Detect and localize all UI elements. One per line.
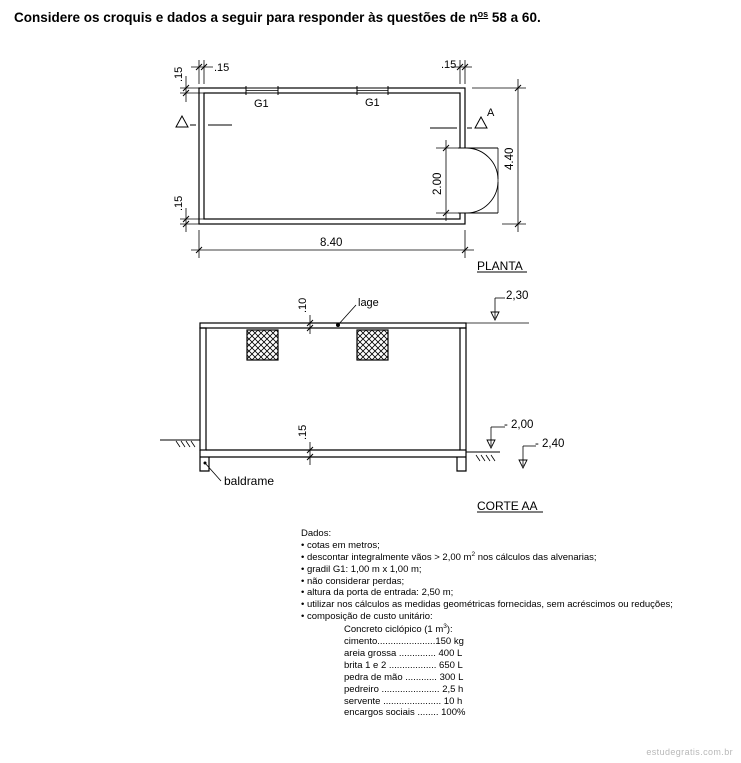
composition-row: servente ...................... 10 h: [344, 695, 463, 707]
dim-top-left-vertical: [180, 76, 204, 102]
dim-slab-thickness-label: .10: [297, 298, 309, 313]
composition-row: pedra de mão ............ 300 L: [344, 671, 464, 683]
window-section-right: [356, 329, 389, 361]
window-section-left: [246, 329, 279, 361]
entry-door: [458, 147, 499, 214]
data-block: Dados: • cotas em metros; • descontar in…: [301, 528, 673, 719]
data-item: • altura da porta de entrada: 2,50 m;: [301, 587, 454, 599]
level-marker-top: [466, 297, 529, 324]
watermark: estudegratis.com.br: [646, 747, 733, 757]
ground-right: [466, 451, 500, 462]
window-g1-left-label: G1: [254, 98, 269, 110]
composition-row: cimento......................150 kg: [344, 636, 464, 648]
composition-title: Concreto ciclópico (1 m3):: [344, 623, 453, 636]
dim-top-left-vertical-label: .15: [173, 67, 185, 82]
section-marker-label: A: [487, 107, 495, 119]
window-g1-right: [356, 86, 389, 95]
dim-top-right-horizontal: [451, 60, 472, 84]
window-g1-left: [245, 86, 279, 95]
foundation-left: [199, 450, 210, 472]
composition-row: brita 1 e 2 .................. 650 L: [344, 659, 463, 671]
slab-label: lage: [358, 297, 379, 309]
question-heading: Considere os croquis e dados a seguir pa…: [14, 9, 541, 25]
dim-overall-height: [472, 79, 526, 232]
data-item: • utilizar nos cálculos as medidas geomé…: [301, 599, 673, 611]
data-title: Dados:: [301, 528, 332, 539]
data-item: • composição de custo unitário:: [301, 611, 433, 623]
floor-plan: G1 G1 A: [173, 59, 527, 273]
window-g1-right-label: G1: [365, 97, 380, 109]
plan-outer-wall: [198, 87, 466, 225]
dim-door-label: 2.00: [432, 173, 444, 195]
composition-row: areia grossa .............. 400 L: [344, 648, 463, 660]
plan-inner-wall: [203, 92, 461, 220]
section-cut-right: [430, 115, 488, 129]
cost-composition: Concreto ciclópico (1 m3): cimento......…: [301, 623, 673, 719]
dim-top-left-horizontal-label: .15: [214, 62, 229, 74]
section-aa: lage .10 .15 baldrame 2,30: [160, 290, 564, 513]
dim-overall-width: [191, 230, 474, 258]
level-marker-ground: [518, 445, 536, 470]
dim-slab-thickness: [306, 315, 314, 334]
data-item: • não considerar perdas;: [301, 575, 405, 587]
data-item: • gradil G1: 1,00 m x 1,00 m;: [301, 563, 422, 575]
dim-door: [436, 140, 458, 221]
foundation-label: baldrame: [224, 474, 274, 488]
composition-row: pedreiro ...................... 2,5 h: [344, 683, 464, 695]
section-cut-left: [175, 114, 232, 128]
data-item: • cotas em metros;: [301, 539, 380, 551]
slab: [199, 322, 467, 329]
dim-top-right-horizontal-label: .15: [441, 59, 456, 71]
data-item: • descontar integralmente vãos > 2,00 m2…: [301, 550, 597, 563]
dim-top-left-horizontal: [191, 60, 213, 84]
dim-bottom-left-vertical-label: .15: [173, 196, 185, 211]
section-left-wall: [199, 327, 207, 451]
ground-left: [160, 439, 200, 448]
plan-title: PLANTA: [477, 259, 523, 273]
section-right-wall: [459, 327, 467, 451]
level-top-label: 2,30: [506, 290, 528, 302]
dim-floor-thickness: [306, 442, 314, 465]
composition-row: encargos sociais ........ 100%: [344, 707, 466, 719]
level-ground-label: - 2,40: [535, 438, 564, 450]
dim-bottom-left-vertical: [180, 208, 204, 232]
dim-floor-thickness-label: .15: [297, 425, 309, 440]
level-marker-floor: [486, 426, 505, 450]
dim-overall-height-label: 4.40: [504, 148, 516, 170]
section-title: CORTE AA: [477, 499, 537, 513]
dim-overall-width-label: 8.40: [320, 237, 342, 249]
level-floor-label: - 2,00: [504, 419, 533, 431]
foundation-right: [456, 450, 467, 472]
